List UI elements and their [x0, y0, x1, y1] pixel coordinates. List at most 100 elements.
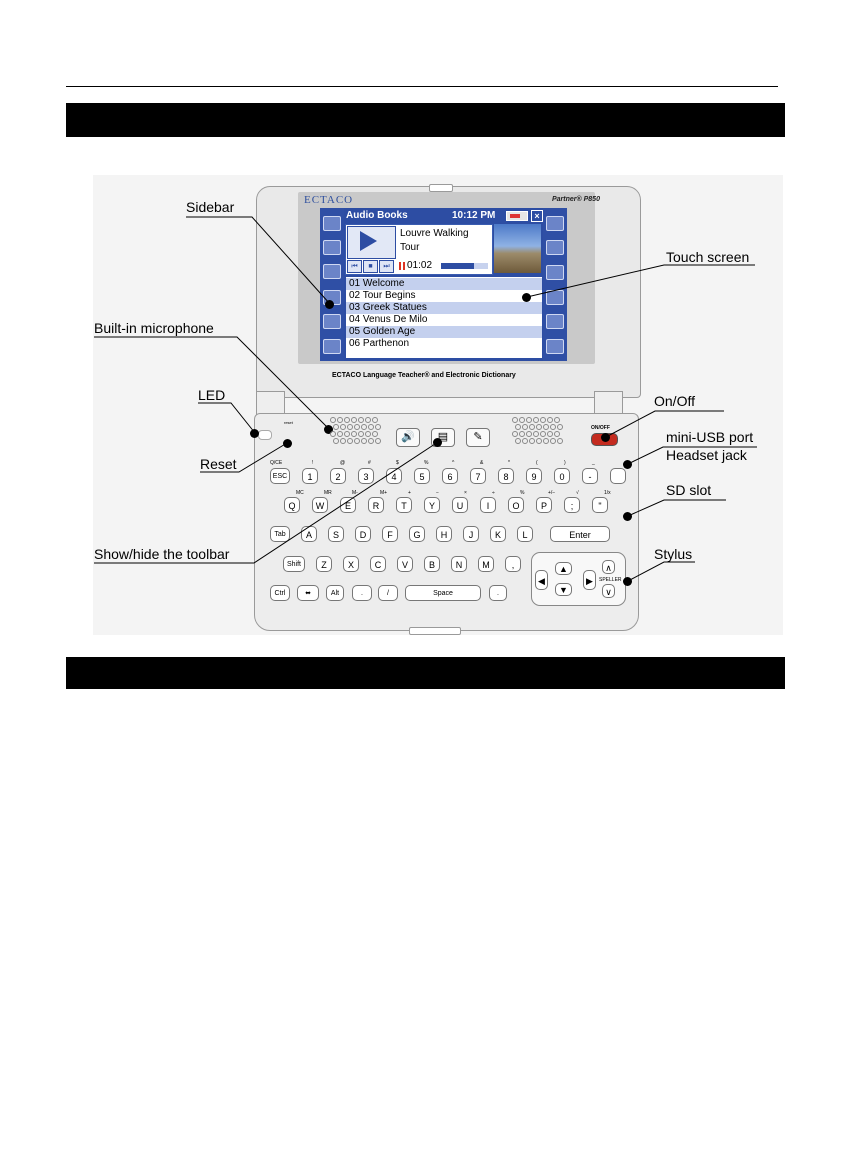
- key-7[interactable]: 7: [470, 468, 486, 484]
- tools-icon[interactable]: [546, 339, 564, 354]
- key-"[interactable]: ": [592, 497, 608, 513]
- playback-progress[interactable]: [441, 263, 488, 269]
- keyboard-icon[interactable]: [546, 216, 564, 231]
- speller-label: SPELLER: [599, 577, 622, 583]
- key-T[interactable]: T: [396, 497, 412, 513]
- left-arrow-key[interactable]: ◀: [535, 570, 548, 590]
- table-icon[interactable]: [546, 290, 564, 305]
- key-comma[interactable]: ,: [505, 556, 521, 572]
- page-down-key[interactable]: ∨: [602, 584, 615, 598]
- key-ctrl[interactable]: Ctrl: [270, 585, 290, 601]
- key-alt-label: M+: [380, 490, 387, 496]
- key-4[interactable]: 4: [386, 468, 402, 484]
- key-ESC[interactable]: ESC: [270, 468, 290, 484]
- up-arrow-key[interactable]: ▲: [555, 562, 572, 575]
- book-icon[interactable]: [546, 240, 564, 255]
- key-O[interactable]: O: [508, 497, 524, 513]
- key-shift[interactable]: Shift: [283, 556, 305, 572]
- key-Y[interactable]: Y: [424, 497, 440, 513]
- antenna-icon[interactable]: [323, 264, 341, 279]
- key-h[interactable]: H: [436, 526, 452, 542]
- key-slash[interactable]: /: [378, 585, 398, 601]
- sidebar-callout: Sidebar: [186, 199, 234, 215]
- key-3[interactable]: 3: [358, 468, 374, 484]
- speaker-button[interactable]: 🔊: [396, 428, 420, 447]
- speaker-hole: [536, 438, 542, 444]
- antenna-icon[interactable]: [323, 240, 341, 255]
- key-;[interactable]: ;: [564, 497, 580, 513]
- led-callout: LED: [198, 387, 225, 403]
- right-arrow-key[interactable]: ▶: [583, 570, 596, 590]
- speaker-hole: [543, 424, 549, 430]
- previous-track-button[interactable]: ⏮: [347, 260, 362, 273]
- key-backspace[interactable]: [610, 468, 626, 484]
- page-up-key[interactable]: ∧: [602, 560, 615, 574]
- handwriting-button[interactable]: ✎: [466, 428, 490, 447]
- key-6[interactable]: 6: [442, 468, 458, 484]
- onoff-dot: [601, 433, 610, 442]
- key-alt-label: $: [396, 460, 399, 466]
- key-1[interactable]: 1: [302, 468, 318, 484]
- key-g[interactable]: G: [409, 526, 425, 542]
- key-x[interactable]: X: [343, 556, 359, 572]
- grid-icon[interactable]: [323, 314, 341, 329]
- down-arrow-key[interactable]: ▼: [555, 583, 572, 596]
- microphone-hole: [358, 417, 364, 423]
- key--[interactable]: -: [582, 468, 598, 484]
- key-W[interactable]: W: [312, 497, 328, 513]
- key-2[interactable]: 2: [330, 468, 346, 484]
- key-arrows[interactable]: ⬌: [297, 585, 319, 601]
- next-track-button[interactable]: ⏭: [379, 260, 394, 273]
- reset-label: reset: [284, 420, 293, 425]
- key-alt[interactable]: Alt: [326, 585, 344, 601]
- key-8[interactable]: 8: [498, 468, 514, 484]
- microphone-hole: [372, 417, 378, 423]
- key-9[interactable]: 9: [526, 468, 542, 484]
- microphone-hole: [347, 424, 353, 430]
- key-E[interactable]: E: [340, 497, 356, 513]
- list-item[interactable]: 06 Parthenon: [346, 338, 542, 350]
- key-l[interactable]: L: [517, 526, 533, 542]
- toolbar-dot: [433, 438, 442, 447]
- key-R[interactable]: R: [368, 497, 384, 513]
- key-j[interactable]: J: [463, 526, 479, 542]
- list-item[interactable]: 01 Welcome: [346, 278, 542, 290]
- sd-dot: [623, 512, 632, 521]
- list-item[interactable]: 02 Tour Begins: [346, 290, 542, 302]
- key-alt-label: 1/x: [604, 490, 611, 496]
- key-v[interactable]: V: [397, 556, 413, 572]
- key-period[interactable]: .: [352, 585, 372, 601]
- key-0[interactable]: 0: [554, 468, 570, 484]
- clock: 10:12 PM: [452, 209, 495, 222]
- key-dot[interactable]: .: [489, 585, 507, 601]
- stop-button[interactable]: ■: [363, 260, 378, 273]
- checklist-icon[interactable]: [546, 314, 564, 329]
- dictionary-icon[interactable]: [323, 216, 341, 231]
- flashcards-icon[interactable]: [323, 339, 341, 354]
- key-U[interactable]: U: [452, 497, 468, 513]
- close-icon[interactable]: ×: [531, 210, 543, 222]
- list-item[interactable]: 03 Greek Statues: [346, 302, 542, 314]
- headphones-icon[interactable]: [546, 265, 564, 280]
- key-I[interactable]: I: [480, 497, 496, 513]
- key-P[interactable]: P: [536, 497, 552, 513]
- key-b[interactable]: B: [424, 556, 440, 572]
- key-d[interactable]: D: [355, 526, 371, 542]
- key-space[interactable]: Space: [405, 585, 481, 601]
- list-item[interactable]: 04 Venus De Milo: [346, 314, 542, 326]
- key-n[interactable]: N: [451, 556, 467, 572]
- key-tab[interactable]: Tab: [270, 526, 290, 542]
- key-z[interactable]: Z: [316, 556, 332, 572]
- key-s[interactable]: S: [328, 526, 344, 542]
- key-f[interactable]: F: [382, 526, 398, 542]
- speaker-hole: [550, 424, 556, 430]
- key-a[interactable]: A: [301, 526, 317, 542]
- screen-titlebar: Audio Books 10:12 PM ×: [344, 209, 543, 222]
- key-5[interactable]: 5: [414, 468, 430, 484]
- key-c[interactable]: C: [370, 556, 386, 572]
- key-enter[interactable]: Enter: [550, 526, 610, 542]
- key-k[interactable]: K: [490, 526, 506, 542]
- key-m[interactable]: M: [478, 556, 494, 572]
- list-item[interactable]: 05 Golden Age: [346, 326, 542, 338]
- key-Q[interactable]: Q: [284, 497, 300, 513]
